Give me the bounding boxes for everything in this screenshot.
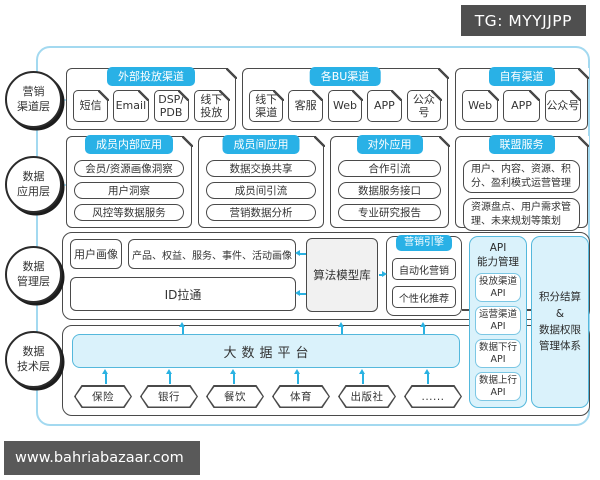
api-capability-panel: API 能力管理 投放渠道 API 运营渠道 API 数据下行 API 数据上行 AP…: [469, 236, 527, 408]
app-item: 合作引流: [338, 160, 441, 177]
channel-chip: 公众号: [406, 89, 442, 122]
arrow-algo-to-profiles: [295, 250, 306, 256]
arrow-source-to-platform: [230, 368, 236, 384]
group-title-badge: 外部投放渠道: [107, 67, 195, 86]
api-item: 运营渠道 API: [475, 306, 521, 335]
marketing-engine-group: 营销引擎 自动化营销个性化推荐: [386, 235, 462, 316]
api-panel-title: API 能力管理: [477, 242, 519, 268]
tg-badge: TG: MYYJJPP: [460, 5, 586, 36]
channel-chip: Email: [113, 89, 150, 122]
group-external-apps: 对外应用 合作引流数据服务接口专业研究报告: [330, 135, 450, 228]
app-item: 会员/资源画像洞察: [74, 160, 184, 177]
layer-circle-data-application: 数据 应用层: [5, 156, 62, 213]
data-source-hexagon: 保险: [74, 385, 132, 408]
app-item: 成员间引流: [206, 182, 316, 199]
user-profile-box: 用户画像: [70, 239, 122, 269]
arrow-platform-to-engine: [420, 321, 426, 334]
channel-chip: DSP/ PDB: [153, 89, 190, 122]
group-title-badge: 营销引擎: [396, 235, 452, 251]
arrow-source-to-platform: [166, 368, 172, 384]
group-title-badge: 成员间应用: [222, 135, 300, 154]
group-title-badge: 联盟服务: [488, 135, 555, 154]
group-inter-member-apps: 成员间应用 数据交换共享成员间引流营销数据分析: [198, 135, 325, 228]
group-member-internal-apps: 成员内部应用 会员/资源画像洞察用户洞察风控等数据服务: [66, 135, 193, 228]
data-source-hexagon: 银行: [140, 385, 198, 408]
data-source-hexagon: 餐饮: [206, 385, 264, 408]
arrow-source-to-platform: [102, 368, 108, 384]
channel-chip: 公众号: [544, 89, 582, 122]
footer-url: www.bahriabazaar.com: [4, 441, 200, 475]
group-title-badge: 对外应用: [356, 135, 423, 154]
engine-item: 自动化营销: [392, 258, 456, 280]
channel-chip: Web: [462, 89, 500, 122]
channel-chip: 短信: [73, 89, 110, 122]
arrow-source-to-platform: [294, 368, 300, 384]
settlement-permission-panel: 积分结算 & 数据权限 管理体系: [531, 236, 589, 408]
group-title-badge: 各BU渠道: [309, 67, 381, 86]
engine-item: 个性化推荐: [392, 286, 456, 308]
group-alliance-services: 联盟服务 用户、内容、资源、积分、盈利模式运营管理资源盘点、用户需求管理、未来规…: [455, 135, 589, 231]
arrow-algo-to-engine: [379, 271, 387, 277]
arrow-platform-to-algo: [338, 321, 344, 334]
group-title-badge: 成员内部应用: [85, 135, 173, 154]
channel-chip: Web: [327, 89, 364, 122]
app-item: 专业研究报告: [338, 204, 441, 221]
app-item: 数据交换共享: [206, 160, 316, 177]
arrow-platform-to-idlink: [179, 321, 185, 334]
data-source-hexagon: 出版社: [338, 385, 396, 408]
bigdata-platform-box: 大数据平台: [72, 334, 460, 368]
link-api-settlement: [527, 309, 531, 311]
service-item: 用户、内容、资源、积分、盈利模式运营管理: [463, 160, 580, 193]
arrow-source-to-platform: [359, 368, 365, 384]
data-source-hexagon: ......: [404, 385, 462, 408]
id-link-box: ID拉通: [70, 277, 296, 311]
algorithm-model-library-box: 算法模型库: [306, 238, 378, 312]
data-source-hexagon: 体育: [272, 385, 330, 408]
app-item: 营销数据分析: [206, 204, 316, 221]
channel-chip: 客服: [288, 89, 324, 122]
arrow-source-to-platform: [424, 368, 430, 384]
connector-line: [58, 99, 67, 101]
channel-chip: 线下 投放: [193, 89, 230, 122]
layer-circle-marketing-channel: 营销 渠道层: [5, 71, 62, 128]
service-item: 资源盘点、用户需求管理、未来规划等策划: [463, 198, 580, 231]
api-item: 数据上行 API: [475, 372, 521, 401]
app-item: 用户洞察: [74, 182, 184, 199]
connector-line: [58, 184, 67, 186]
channel-chip: APP: [367, 89, 403, 122]
link-engine-api: [462, 309, 469, 311]
layer-circle-data-technology: 数据 技术层: [5, 331, 62, 388]
entity-profiles-box: 产品、权益、服务、事件、活动画像: [128, 239, 296, 269]
group-title-badge: 自有渠道: [488, 67, 555, 86]
channel-chip: APP: [503, 89, 541, 122]
app-item: 数据服务接口: [338, 182, 441, 199]
layer-circle-data-management: 数据 管理层: [5, 246, 62, 303]
api-item: 数据下行 API: [475, 339, 521, 368]
app-item: 风控等数据服务: [74, 204, 184, 221]
api-item: 投放渠道 API: [475, 273, 521, 302]
arrow-algo-to-idlink: [295, 290, 306, 296]
channel-chip: 线下 渠道: [249, 89, 285, 122]
